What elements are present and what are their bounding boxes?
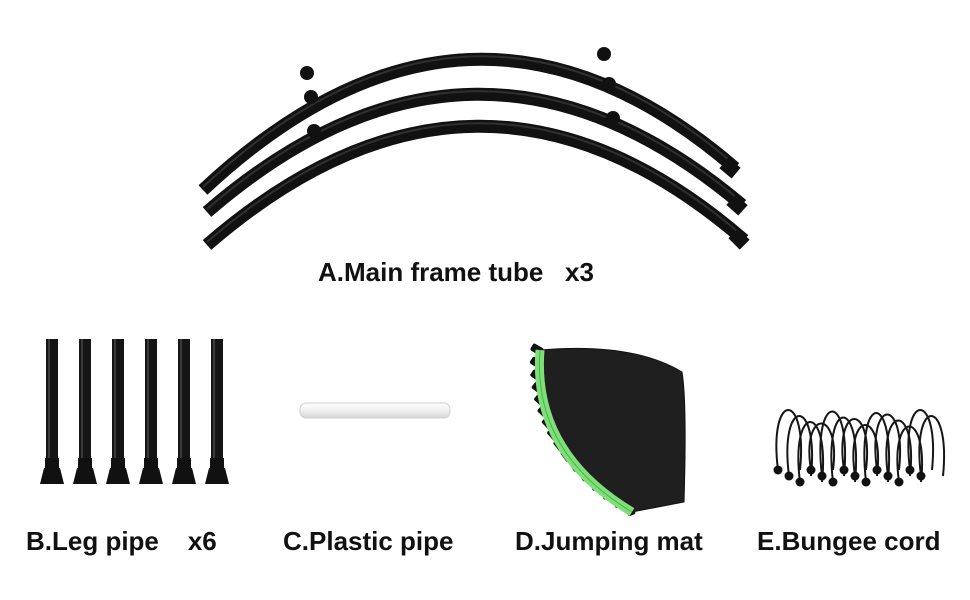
- frame-knob: [602, 77, 616, 91]
- leg-pipe-icon: [40, 339, 229, 484]
- bungee-loop: [806, 422, 836, 475]
- label-bungee-cord: E.Bungee cord: [757, 528, 940, 554]
- frame-knob: [597, 47, 611, 61]
- frame-knob: [307, 124, 321, 138]
- bungee-loop: [861, 412, 890, 487]
- part-name: C.Plastic pipe: [283, 526, 454, 556]
- part-name: B.Leg pipe: [26, 526, 159, 556]
- part-name: A.Main frame tube: [318, 257, 544, 287]
- bungee-loop: [839, 418, 869, 475]
- plastic-pipe-icon: [299, 402, 451, 419]
- leg-pipe: [73, 339, 97, 484]
- label-plastic-pipe: C.Plastic pipe: [283, 528, 454, 554]
- part-qty: x6: [187, 526, 217, 556]
- part-name: D.Jumping mat: [515, 526, 703, 556]
- leg-pipe: [106, 339, 130, 484]
- bungee-loop: [872, 413, 902, 475]
- leg-pipe: [205, 339, 229, 484]
- bungee-loop: [828, 416, 857, 487]
- frame-knob: [606, 111, 620, 125]
- leg-pipe: [139, 339, 163, 484]
- bungee-cord-icon: [773, 409, 945, 487]
- bungee-loop: [795, 421, 824, 487]
- bungee-loop: [784, 415, 813, 481]
- leg-pipe: [172, 339, 196, 484]
- bungee-loop: [905, 409, 934, 475]
- label-jumping-mat: D.Jumping mat: [515, 528, 703, 554]
- jumping-mat-icon: [529, 343, 686, 516]
- bungee-loop: [773, 409, 802, 475]
- part-qty: x3: [565, 257, 594, 287]
- bungee-loop: [817, 410, 846, 481]
- bungee-loop: [883, 419, 913, 481]
- label-main-frame-tube: A.Main frame tube x3: [318, 259, 594, 285]
- bungee-loop: [850, 424, 880, 481]
- leg-pipe: [40, 339, 64, 484]
- frame-knob: [304, 90, 318, 104]
- frame-tube-1: [198, 52, 740, 195]
- frame-tube-3: [202, 119, 749, 250]
- part-name: E.Bungee cord: [757, 526, 941, 556]
- label-leg-pipe: B.Leg pipe x6: [26, 528, 217, 554]
- frame-knob: [300, 66, 314, 80]
- bungee-loop: [916, 415, 945, 481]
- frame-tube-2: [202, 87, 747, 217]
